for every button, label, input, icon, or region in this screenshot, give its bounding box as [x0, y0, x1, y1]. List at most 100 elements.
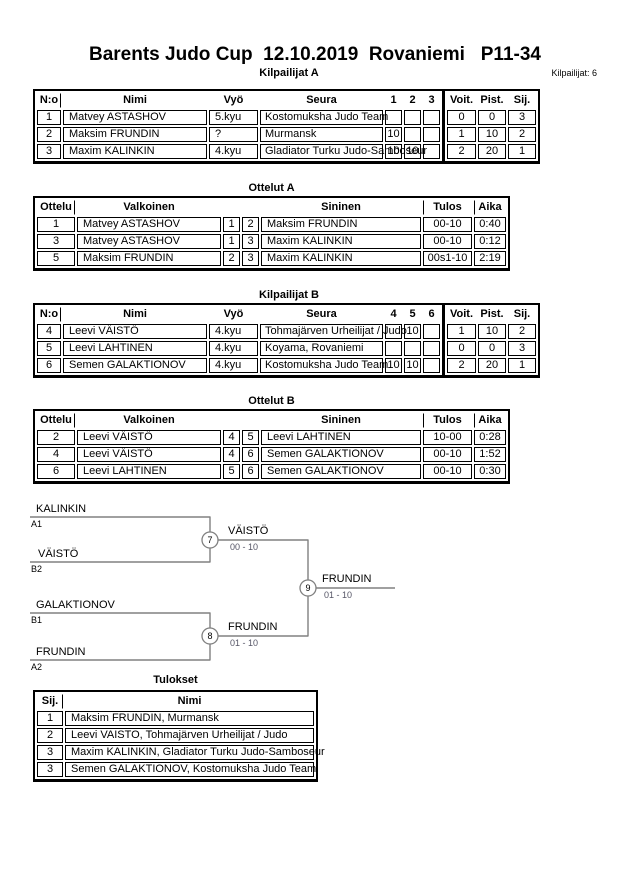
cell-white: Leevi LAHTINEN [77, 464, 221, 479]
bracket-player-frundin: FRUNDIN [36, 646, 86, 658]
cell-name: Matvey ASTASHOV [63, 110, 207, 125]
pool-b-table: N:o Nimi Vyö Seura 4 5 6 4 Leevi VÄISTÖ … [33, 303, 540, 378]
cell-no: 5 [37, 341, 61, 356]
header-cell-result: Tulos [423, 413, 472, 428]
semi2-score: 01 - 10 [230, 638, 259, 648]
cell-wins: 2 [447, 144, 476, 159]
bracket-seed-b1: B1 [31, 615, 43, 625]
cell-belt: 4.kyu [209, 144, 258, 159]
header-cell-match: Ottelu [37, 200, 75, 215]
cell-r1 [385, 110, 402, 125]
header-cell-result: Tulos [423, 200, 472, 215]
cell-place: 3 [508, 110, 536, 125]
match-8-number: 8 [207, 631, 213, 641]
header-cell-points: Pist. [480, 308, 504, 320]
cell-blue-no: 6 [242, 464, 259, 479]
cell-blue-no: 2 [242, 217, 259, 232]
cell-belt: 4.kyu [209, 324, 258, 339]
cell-wins: 1 [447, 324, 476, 339]
cell-place: 2 [37, 728, 63, 743]
cell-white-no: 4 [223, 430, 240, 445]
cell-club: Gladiator Turku Judo-Samboseur [260, 144, 427, 159]
semi1-score: 00 - 10 [230, 542, 259, 552]
matches-a-table: Ottelu Valkoinen Sininen Tulos Aika 1 Ma… [33, 196, 510, 271]
header-cell-spacer [242, 413, 259, 428]
header-cell-time: Aika [474, 200, 506, 215]
cell-white-no: 5 [223, 464, 240, 479]
cell-no: 2 [37, 127, 61, 142]
header-cell-place: Sij. [37, 694, 63, 709]
cell-white-no: 4 [223, 447, 240, 462]
match-9-number: 9 [305, 583, 311, 593]
cell-match: 6 [37, 464, 75, 479]
cell-no: 3 [37, 144, 61, 159]
cell-match: 5 [37, 251, 75, 266]
pool-b-main-grid: N:o Nimi Vyö Seura 4 5 6 4 Leevi VÄISTÖ … [33, 303, 443, 378]
cell-club: Koyama, Rovaniemi [260, 341, 383, 356]
header-cell-blue: Sininen [321, 414, 361, 426]
cell-points: 10 [478, 127, 506, 142]
header-cell-time: Aika [474, 413, 506, 428]
cell-white: Matvey ASTASHOV [77, 217, 221, 232]
cell-place: 3 [37, 762, 63, 777]
cell-time: 2:19 [474, 251, 506, 266]
cell-match: 1 [37, 217, 75, 232]
header-cell-name: Nimi [177, 695, 202, 707]
cell-name: Maksim FRUNDIN [63, 127, 207, 142]
cell-white: Maksim FRUNDIN [77, 251, 221, 266]
cell-r3 [423, 358, 440, 373]
cell-club: Murmansk [260, 127, 383, 142]
header-cell-r2: 5 [409, 308, 416, 320]
cell-points: 20 [478, 144, 506, 159]
cell-blue-no: 3 [242, 234, 259, 249]
cell-r3 [423, 144, 440, 159]
cell-club: Tohmajärven Urheilijat / Judo [260, 324, 407, 339]
bracket-seed-a1: A1 [31, 519, 43, 529]
header-cell-name: Nimi [123, 94, 147, 106]
cell-blue: Maxim KALINKIN [261, 251, 421, 266]
cell-result: 00-10 [423, 447, 472, 462]
cell-points: 20 [478, 358, 506, 373]
header-cell-blue: Sininen [321, 201, 361, 213]
cell-place: 3 [37, 745, 63, 760]
cell-blue-no: 6 [242, 447, 259, 462]
cell-place: 1 [37, 711, 63, 726]
pool-a-table: N:o Nimi Vyö Seura 1 2 3 1 Matvey ASTASH… [33, 89, 540, 164]
header-cell-r3: 6 [428, 308, 435, 320]
results-table: Sij. Nimi 1 Maksim FRUNDIN, Murmansk 2 L… [33, 690, 325, 782]
cell-r2 [404, 341, 421, 356]
cell-r1: 10 [385, 144, 402, 159]
cell-belt: 4.kyu [209, 358, 258, 373]
bracket-player-galaktionov: GALAKTIONOV [36, 599, 115, 611]
cell-blue: Leevi LAHTINEN [261, 430, 421, 445]
cell-white-no: 1 [223, 234, 240, 249]
header-cell-name: Nimi [123, 308, 147, 320]
cell-name: Leevi VAISTO, Tohmajärven Urheilijat / J… [65, 728, 314, 743]
cell-name: Leevi VÄISTÖ [63, 324, 207, 339]
pool-b-standings-grid: Voit. Pist. Sij. 1 10 2 0 0 3 2 20 1 [443, 303, 540, 378]
header-cell-r3: 3 [428, 94, 435, 106]
cell-belt: 4.kyu [209, 341, 258, 356]
cell-time: 1:52 [474, 447, 506, 462]
header-cell-spacer [223, 413, 240, 428]
cell-result: 00s1-10 [423, 251, 472, 266]
header-cell-place: Sij. [513, 308, 531, 320]
cell-white-no: 2 [223, 251, 240, 266]
cell-result: 10-00 [423, 430, 472, 445]
cell-name: Maxim KALINKIN, Gladiator Turku Judo-Sam… [65, 745, 325, 760]
bracket-player-kalinkin: KALINKIN [36, 503, 87, 515]
cell-wins: 2 [447, 358, 476, 373]
cell-white: Leevi VÄISTÖ [77, 447, 221, 462]
semi1-winner: VÄISTÖ [228, 525, 269, 537]
header-cell-spacer [242, 200, 259, 215]
cell-blue: Maxim KALINKIN [261, 234, 421, 249]
header-cell-no: N:o [37, 93, 61, 108]
header-cell-club: Seura [306, 308, 337, 320]
header-cell-white: Valkoinen [123, 414, 175, 426]
cell-name: Semen GALAKTIONOV [63, 358, 207, 373]
cell-match: 2 [37, 430, 75, 445]
matches-b-table: Ottelu Valkoinen Sininen Tulos Aika 2 Le… [33, 409, 510, 484]
cell-match: 3 [37, 234, 75, 249]
cell-points: 10 [478, 324, 506, 339]
section-title-matches-b: Ottelut B [248, 395, 295, 407]
